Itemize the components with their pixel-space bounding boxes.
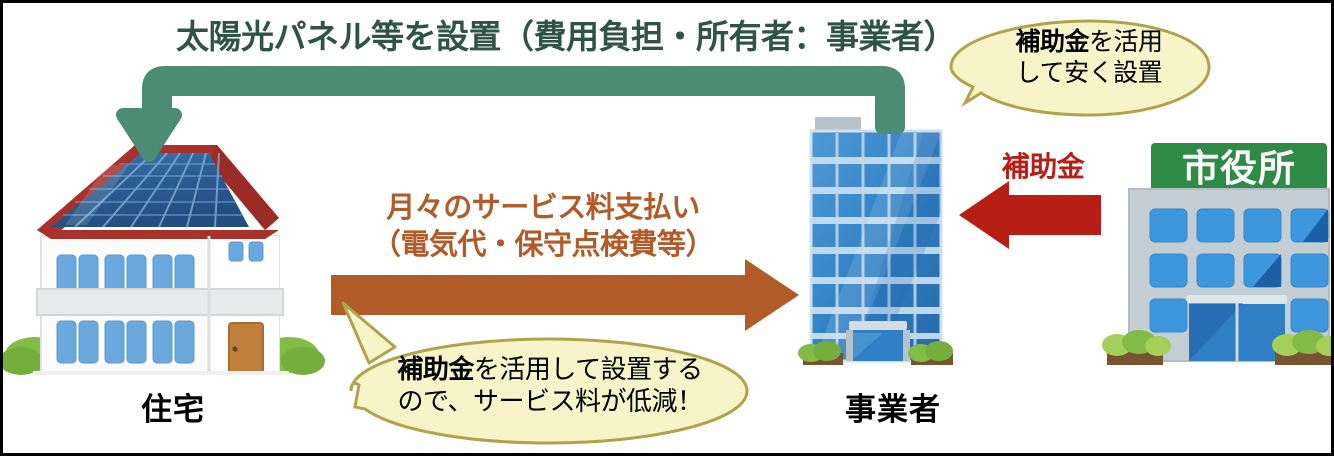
subsidy-arrow-label: 補助金 [1001,150,1085,183]
tower-bushes [798,341,953,365]
install-flow-arrow-icon [116,66,905,162]
cityhall-sign-label: 市役所 [1182,146,1296,190]
bubble-tr-line2: して安く設置 [1015,57,1163,87]
bubble-tr-rest: を活用 [1089,27,1163,56]
bubble-bot-line1: 補助金を活用して設置する [355,355,745,387]
house-lower-windows [56,320,195,364]
cityhall-bushes [1102,330,1331,365]
subsidy-arrow-icon [959,181,1101,249]
service-fee-arrow-icon [331,259,799,331]
speech-bubble-top-right-text: 補助金を活用 して安く設置 [971,27,1207,88]
service-fee-line2: （電気代・保守点検費等） [371,227,715,262]
service-fee-label: 月々のサービス料支払い （電気代・保守点検費等） [333,189,753,263]
house-label: 住宅 [141,392,205,428]
bubble-bot-line2: ので、サービス料が低減！ [397,386,703,417]
office-tower-illustration [798,109,953,365]
operator-label: 事業者 [845,392,941,428]
house-illustration [3,145,325,375]
house-upper-windows [56,241,264,295]
bubble-bot-rest: を活用して設置する [473,355,703,385]
diagram-title: 太陽光パネル等を設置（費用負担・所有者：事業者） [176,17,957,56]
speech-bubble-bottom-text: 補助金を活用して設置する ので、サービス料が低減！ [355,355,745,418]
service-fee-line1: 月々のサービス料支払い [386,190,700,224]
bubble-bot-bold: 補助金 [397,355,474,385]
bubble-tr-line1: 補助金を活用 [971,27,1207,58]
cityhall-sign: 市役所 [1151,145,1327,191]
bubble-tr-bold: 補助金 [1015,27,1089,56]
house-bushes [3,337,325,375]
